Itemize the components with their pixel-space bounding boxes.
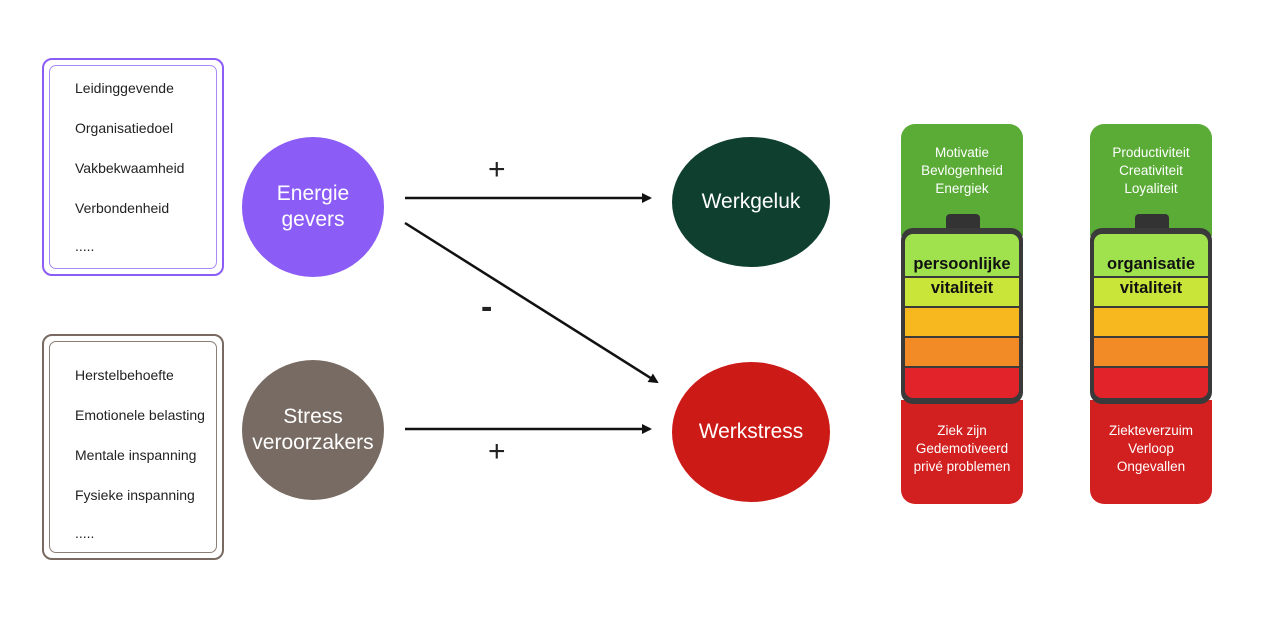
negative-item: Verloop bbox=[1128, 441, 1174, 456]
positive-item: Productiviteit bbox=[1112, 145, 1190, 160]
negative-item: Ongevallen bbox=[1116, 459, 1186, 474]
battery-cell bbox=[1094, 338, 1208, 366]
battery-cap bbox=[1135, 214, 1169, 228]
positive-sign: + bbox=[488, 435, 506, 468]
negative-item: Gedemotiveerd bbox=[915, 441, 1009, 456]
stress-veroorzakers-node: Stress veroorzakers bbox=[242, 360, 384, 500]
werkgeluk-node: Werkgeluk bbox=[672, 137, 830, 267]
list-item: Leidinggevende bbox=[75, 80, 174, 96]
battery-negative-text: Ziekteverzuim Verloop Ongevallen bbox=[1090, 422, 1212, 476]
battery-cell bbox=[905, 278, 1019, 306]
stress-factors-inner: Herstelbehoefte Emotionele belasting Men… bbox=[49, 341, 217, 553]
battery-cell bbox=[905, 338, 1019, 366]
battery-label: persoonlijke bbox=[913, 255, 1011, 273]
list-item: Vakbekwaamheid bbox=[75, 160, 185, 176]
battery-cell bbox=[1094, 234, 1208, 276]
negative-sign: - bbox=[481, 288, 493, 326]
positive-item: Energiek bbox=[935, 181, 989, 196]
energy-factors-box: Leidinggevende Organisatiedoel Vakbekwaa… bbox=[42, 58, 224, 276]
energy-factors-inner: Leidinggevende Organisatiedoel Vakbekwaa… bbox=[49, 65, 217, 269]
list-item: Fysieke inspanning bbox=[75, 487, 195, 503]
battery-cap bbox=[946, 214, 980, 228]
list-item: Mentale inspanning bbox=[75, 447, 197, 463]
battery-cells bbox=[905, 234, 1019, 398]
personal-vitality-battery: Motivatie Bevlogenheid Energiek persoonl… bbox=[901, 124, 1023, 504]
battery-cell bbox=[905, 308, 1019, 336]
battery-cell bbox=[1094, 368, 1208, 398]
negative-item: privé problemen bbox=[913, 459, 1011, 474]
negative-item: Ziek zijn bbox=[937, 423, 987, 438]
battery-cell bbox=[1094, 308, 1208, 336]
battery-red-section bbox=[1090, 400, 1212, 504]
battery-red-section bbox=[901, 400, 1023, 504]
list-item: ..... bbox=[75, 238, 95, 254]
list-item: ..... bbox=[75, 525, 95, 541]
node-label: Stress veroorzakers bbox=[252, 405, 374, 454]
battery-positive-text: Motivatie Bevlogenheid Energiek bbox=[901, 144, 1023, 198]
werkstress-node: Werkstress bbox=[672, 362, 830, 502]
negative-item: Ziekteverzuim bbox=[1108, 423, 1194, 438]
arrow-energie-werkstress bbox=[404, 221, 659, 384]
node-label: Werkstress bbox=[698, 420, 804, 443]
positive-item: Bevlogenheid bbox=[921, 163, 1003, 178]
node-label: Energie gevers bbox=[276, 182, 350, 231]
positive-item: Loyaliteit bbox=[1124, 181, 1178, 196]
list-item: Herstelbehoefte bbox=[75, 367, 174, 383]
battery-cells bbox=[1094, 234, 1208, 398]
battery-label: vitaliteit bbox=[1119, 279, 1183, 297]
list-item: Emotionele belasting bbox=[75, 407, 205, 423]
battery-label: vitaliteit bbox=[930, 279, 994, 297]
energie-gevers-node: Energie gevers bbox=[242, 137, 384, 277]
battery-label: organisatie bbox=[1106, 255, 1196, 273]
list-item: Verbondenheid bbox=[75, 200, 170, 216]
battery-cell bbox=[905, 368, 1019, 398]
positive-item: Motivatie bbox=[934, 145, 990, 160]
positive-sign: + bbox=[488, 153, 506, 186]
list-item: Organisatiedoel bbox=[75, 120, 174, 136]
battery-cell bbox=[1094, 278, 1208, 306]
battery-negative-text: Ziek zijn Gedemotiveerd privé problemen bbox=[901, 422, 1023, 476]
organisation-vitality-battery: Productiviteit Creativiteit Loyaliteit o… bbox=[1090, 124, 1212, 504]
stress-factors-box: Herstelbehoefte Emotionele belasting Men… bbox=[42, 334, 224, 560]
battery-cell bbox=[905, 234, 1019, 276]
node-label: Werkgeluk bbox=[701, 190, 801, 213]
battery-positive-text: Productiviteit Creativiteit Loyaliteit bbox=[1090, 144, 1212, 198]
positive-item: Creativiteit bbox=[1119, 163, 1183, 178]
